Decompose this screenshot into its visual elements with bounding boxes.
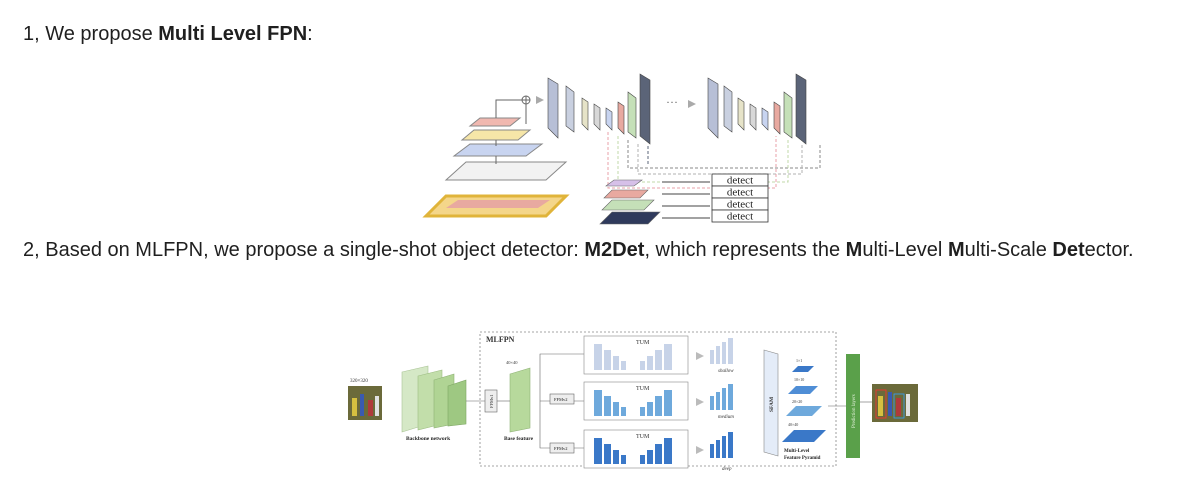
level-label: medium [718, 415, 734, 420]
second-network-stack [707, 73, 807, 145]
ffm-label: FFMv2 [554, 446, 568, 451]
m2det-text: ulti-Level [862, 239, 948, 261]
intro-text: 1, We propose [23, 23, 159, 45]
svg-text:10×10: 10×10 [794, 377, 804, 382]
lateral-connections [495, 95, 544, 124]
svg-text:1×1: 1×1 [796, 358, 802, 363]
stack-ellipsis: ··· [666, 95, 696, 109]
svg-text:TUM: TUM [636, 386, 650, 392]
base-feature-label: Base feature [504, 436, 534, 442]
detect-arrows [662, 181, 710, 219]
svg-text:Multi-Level: Multi-Level [784, 449, 810, 454]
level-features: shallow medium deep [710, 338, 734, 472]
intro-paragraph: 1, We propose Multi Level FPN: [23, 18, 313, 50]
acronym-letter: Det [1052, 239, 1085, 261]
detect-label: detect [727, 199, 753, 211]
input-size-label: 320×320 [350, 379, 368, 384]
svg-text:···: ··· [666, 95, 678, 109]
level-label: shallow [718, 369, 734, 374]
first-network-stack [547, 73, 651, 145]
m2det-name: M2Det [584, 239, 645, 261]
m2det-text: , which represents the [644, 239, 846, 261]
sfam-label: SFAM [769, 396, 775, 412]
svg-text:20×20: 20×20 [792, 399, 802, 404]
m2det-paragraph: 2, Based on MLFPN, we propose a single-s… [23, 234, 1193, 266]
acronym-letter: M [845, 239, 863, 261]
svg-text:40×40: 40×40 [788, 422, 798, 427]
m2det-text: ector. [1084, 239, 1134, 261]
tum-block: TUM [583, 335, 689, 375]
m2det-text: ulti-Scale [964, 239, 1053, 261]
feature-pyramid-planes [422, 117, 570, 218]
input-image: 320×320 [348, 379, 382, 420]
detect-label: detect [727, 211, 753, 223]
level-label: deep [722, 467, 732, 472]
tum-output-arrows [696, 352, 704, 454]
intro-bold-term: Multi Level FPN [158, 23, 308, 45]
ffmv2-block [549, 393, 575, 405]
m2det-text: 2, Based on MLFPN, we propose a single-s… [23, 239, 585, 261]
sfam-block [763, 349, 779, 457]
mlfpn-label: MLFPN [486, 335, 515, 344]
tum-block: TUM [583, 381, 689, 421]
svg-text:Feature Pyramid: Feature Pyramid [784, 456, 821, 461]
base-size-label: 40×40 [506, 360, 518, 365]
detect-label: detect [727, 187, 753, 199]
detection-planes [599, 179, 661, 225]
prediction-layers [846, 354, 860, 458]
tum-block: TUM [583, 429, 689, 469]
acronym-letter: M [947, 239, 965, 261]
ffm-label: FFMv1 [489, 394, 494, 408]
ffmv2-block [549, 442, 575, 454]
multi-level-feature-pyramid: 1×1 10×10 20×20 40×40 Multi-Level Featur… [782, 358, 826, 461]
ffm-label: FFMv2 [554, 397, 568, 402]
detect-label: detect [727, 175, 753, 187]
m2det-architecture-diagram: 320×320 Backbone network MLFPN FFMv1 40×… [348, 331, 918, 472]
svg-text:TUM: TUM [636, 434, 650, 440]
prediction-label: Prediction layers [852, 394, 857, 428]
backbone-label: Backbone network [406, 436, 451, 442]
backbone-network: Backbone network [401, 365, 467, 442]
intro-colon: : [307, 23, 313, 45]
detect-box-group: detect detect detect detect [711, 173, 769, 223]
mlfpn-diagram: ··· detect detect [422, 73, 821, 225]
base-feature: 40×40 Base feature [497, 360, 534, 442]
output-image [872, 384, 918, 422]
svg-text:TUM: TUM [636, 340, 650, 346]
